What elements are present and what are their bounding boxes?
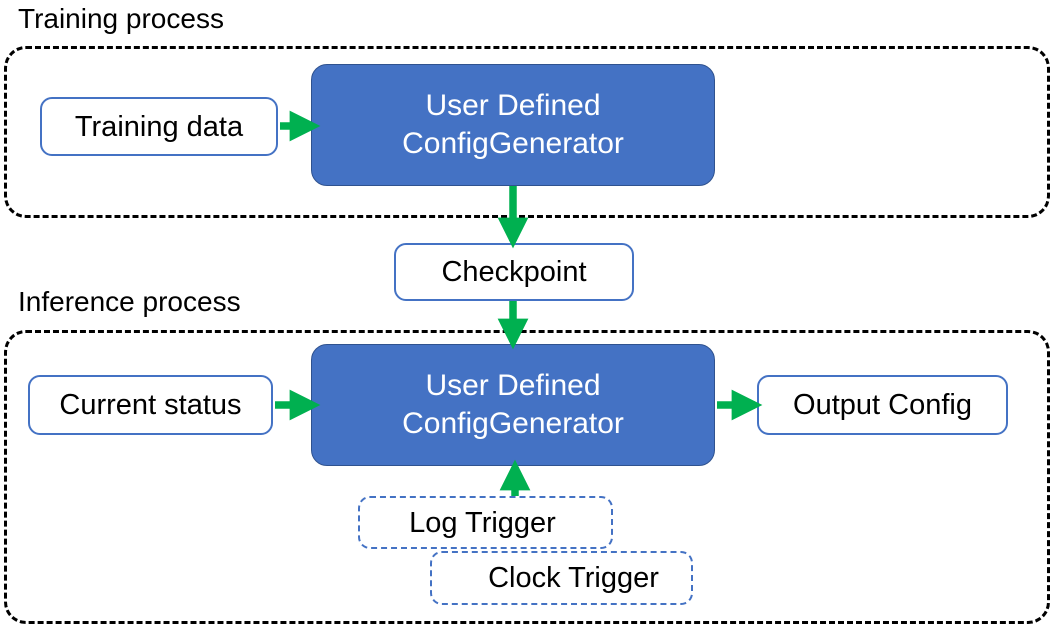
training-process-label: Training process bbox=[18, 3, 224, 34]
node-current-status[interactable]: Current status bbox=[28, 375, 273, 435]
training-process-container bbox=[4, 46, 1050, 218]
node-user-defined-config-generator-inference[interactable]: User Defined ConfigGenerator bbox=[311, 344, 715, 466]
node-training-data[interactable]: Training data bbox=[40, 97, 278, 156]
node-log-trigger[interactable]: Log Trigger bbox=[358, 496, 613, 549]
node-checkpoint[interactable]: Checkpoint bbox=[394, 243, 634, 301]
node-output-config[interactable]: Output Config bbox=[757, 375, 1008, 435]
node-clock-trigger[interactable]: Clock Trigger bbox=[430, 551, 693, 605]
node-user-defined-config-generator-training[interactable]: User Defined ConfigGenerator bbox=[311, 64, 715, 186]
inference-process-label: Inference process bbox=[18, 286, 241, 317]
